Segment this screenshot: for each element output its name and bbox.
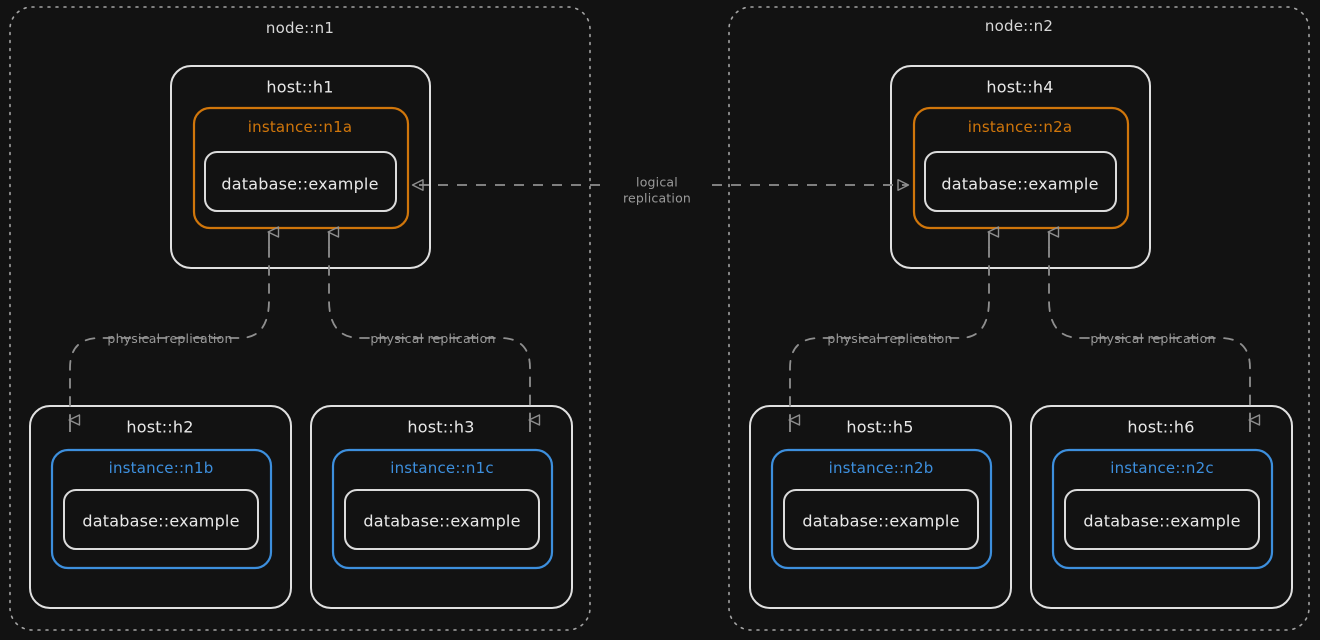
- edge-physical-replication-n2c: [1047, 226, 1261, 432]
- instance-box-n1a: [192, 106, 410, 230]
- instance-box-n2b: [770, 448, 993, 570]
- database-box-n1a: [204, 151, 397, 212]
- host-box-h4: [890, 65, 1151, 269]
- edge-physical-replication-n1c: [327, 226, 541, 432]
- database-box-n1b: [63, 489, 259, 550]
- database-box-n2c: [1064, 489, 1260, 550]
- database-box-n1c: [344, 489, 540, 550]
- instance-box-n1c: [331, 448, 554, 570]
- host-box-h3: [310, 405, 573, 609]
- host-box-h2: [29, 405, 292, 609]
- database-box-n2a: [924, 151, 1117, 212]
- host-box-h1: [170, 65, 431, 269]
- node-container-n1: [9, 6, 591, 631]
- instance-box-n1b: [50, 448, 273, 570]
- node-container-n2: [728, 6, 1310, 631]
- edge-physical-replication-n2b: [788, 226, 1000, 432]
- instance-box-n2c: [1051, 448, 1274, 570]
- instance-box-n2a: [912, 106, 1130, 230]
- edge-physical-replication-n1b: [68, 226, 280, 432]
- host-box-h5: [749, 405, 1012, 609]
- database-box-n2b: [783, 489, 979, 550]
- host-box-h6: [1030, 405, 1293, 609]
